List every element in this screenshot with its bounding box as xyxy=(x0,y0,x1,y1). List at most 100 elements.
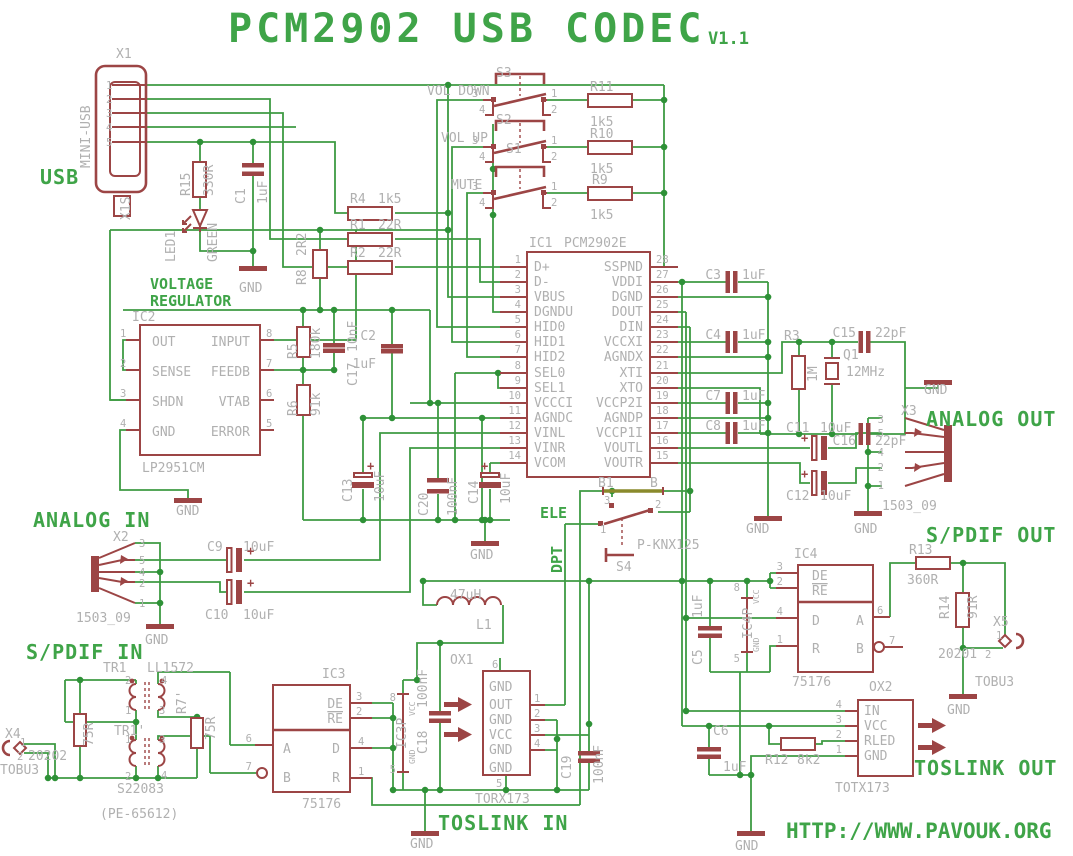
b1-b: B xyxy=(650,476,658,491)
ox2-pin-stubs xyxy=(845,710,858,757)
tr1-part2: S22083 xyxy=(117,782,164,797)
label-mute: MUTE xyxy=(451,178,482,193)
s4-pin2: 2 xyxy=(655,499,661,511)
tr1b-pin3: 3 xyxy=(159,734,165,746)
c7-ref: C7 xyxy=(705,389,721,404)
ic2-p1: 1 xyxy=(120,328,126,340)
ic3p-rail xyxy=(397,693,409,773)
tr1b-coil-r xyxy=(157,739,166,767)
connector-x4 xyxy=(1,739,28,757)
ic4-p1: 1 xyxy=(777,634,783,646)
s4-part: P-KNX125 xyxy=(637,538,700,553)
s1-stud-l xyxy=(491,190,496,195)
r2-val: 22R xyxy=(378,246,402,261)
c15-plate2 xyxy=(866,331,871,353)
arrow-in-tail2 xyxy=(444,732,458,737)
s2-pin1: 1 xyxy=(551,135,557,147)
c5-plate2 xyxy=(698,633,722,638)
ox1-p5: 5 xyxy=(496,778,502,790)
s3-stud-l xyxy=(491,97,496,102)
b1-ticks xyxy=(602,487,664,495)
tr1-pin2: 2 xyxy=(125,675,131,687)
ic4p-p5: 5 xyxy=(734,653,740,665)
c11-plate2 xyxy=(821,436,827,460)
c13-plate1 xyxy=(353,472,373,478)
x4-pin1: 1 xyxy=(20,737,26,749)
s2-contacts xyxy=(483,146,551,163)
ic1-xti: XTI xyxy=(620,366,643,381)
ox1-out: OUT xyxy=(489,698,513,713)
tr1-part: LL1572 xyxy=(147,661,194,676)
ic2-sense: SENSE xyxy=(152,365,191,380)
c5-ref: C5 xyxy=(691,649,706,665)
c15-ref: C15 xyxy=(833,326,856,341)
c14-plate2 xyxy=(479,482,501,488)
s1-pin1: 1 xyxy=(551,181,557,193)
r10-body xyxy=(587,140,633,155)
ic1-vcom: VCOM xyxy=(534,456,565,471)
c17-plate2 xyxy=(323,348,345,353)
ic2-p7: 7 xyxy=(266,358,272,370)
label-ele: ELE xyxy=(540,504,567,522)
r1-ref: R1 xyxy=(350,218,366,233)
c4-ref: C4 xyxy=(705,328,721,343)
r12-val: 8k2 xyxy=(797,753,820,768)
ic1-sel0: SEL0 xyxy=(534,366,565,381)
ic3-pin-stubs xyxy=(255,702,372,779)
x5-part: TOBU3 xyxy=(975,675,1014,690)
ox2-p4: 4 xyxy=(836,699,842,711)
arrow-out-head1 xyxy=(932,718,946,733)
c11-plus: + xyxy=(801,431,808,445)
tr1b-core xyxy=(144,738,150,768)
ox1-gnd1: GND xyxy=(489,680,513,695)
s1-contacts xyxy=(483,192,551,209)
r15-val: 330R xyxy=(202,165,217,196)
s4-stud1 xyxy=(598,521,603,526)
x3-arrow2 xyxy=(914,463,922,472)
ox2-gnd: GND xyxy=(864,749,888,764)
ic1-n16: 16 xyxy=(656,435,669,447)
gnd-mid: GND xyxy=(470,548,494,563)
c16-ref: C16 xyxy=(833,434,856,449)
led1-arrows xyxy=(182,215,192,233)
x4-part: TOBU3 xyxy=(0,763,39,778)
c15-val: 22pF xyxy=(875,326,906,341)
ic1-vccp1i: VCCP1I xyxy=(596,426,643,441)
c16-plate2 xyxy=(866,423,871,445)
c19-plate1 xyxy=(578,751,600,756)
ic4p-vcc: VCC xyxy=(752,589,761,604)
x3-pin3: 3 xyxy=(878,414,884,426)
c1-plate1 xyxy=(242,163,264,168)
c2-plate2 xyxy=(381,349,403,354)
c8-ref: C8 xyxy=(705,419,721,434)
c6-ref: C6 xyxy=(713,724,729,739)
r11-val: 1k5 xyxy=(590,115,613,130)
ic4-r: R xyxy=(812,642,820,657)
ic1-n11: 11 xyxy=(508,405,521,417)
s2-stud-l xyxy=(491,144,496,149)
r2-body xyxy=(347,260,393,275)
c14-plate1 xyxy=(480,472,500,478)
ic1-n4: 4 xyxy=(515,299,521,311)
ic1-n28: 28 xyxy=(656,254,669,266)
ic1-dgnd: DGND xyxy=(612,290,643,305)
x4-pin2: 2 xyxy=(17,751,23,763)
ic1-n24: 24 xyxy=(656,314,669,326)
label-dpt: DPT xyxy=(548,546,566,573)
c18-ref: C18 xyxy=(416,731,431,754)
gnd-bar-c6 xyxy=(737,831,765,836)
s3-pin2: 2 xyxy=(551,104,557,116)
ic3p-gnd: GND xyxy=(408,749,417,764)
r3-val: 1M xyxy=(806,366,821,382)
c11-ref: C11 xyxy=(786,421,809,436)
ic1-n6: 6 xyxy=(515,329,521,341)
gnd-ic2: GND xyxy=(176,504,200,519)
switch-s1 xyxy=(483,165,551,209)
x3-contacts xyxy=(904,417,945,487)
c12-plate2 xyxy=(821,471,827,495)
c13-plus: + xyxy=(367,459,374,473)
gnd-c1: GND xyxy=(239,281,263,296)
c5-plate1 xyxy=(698,626,722,631)
ox1-p3: 3 xyxy=(534,723,540,735)
tr1-core xyxy=(144,682,150,712)
